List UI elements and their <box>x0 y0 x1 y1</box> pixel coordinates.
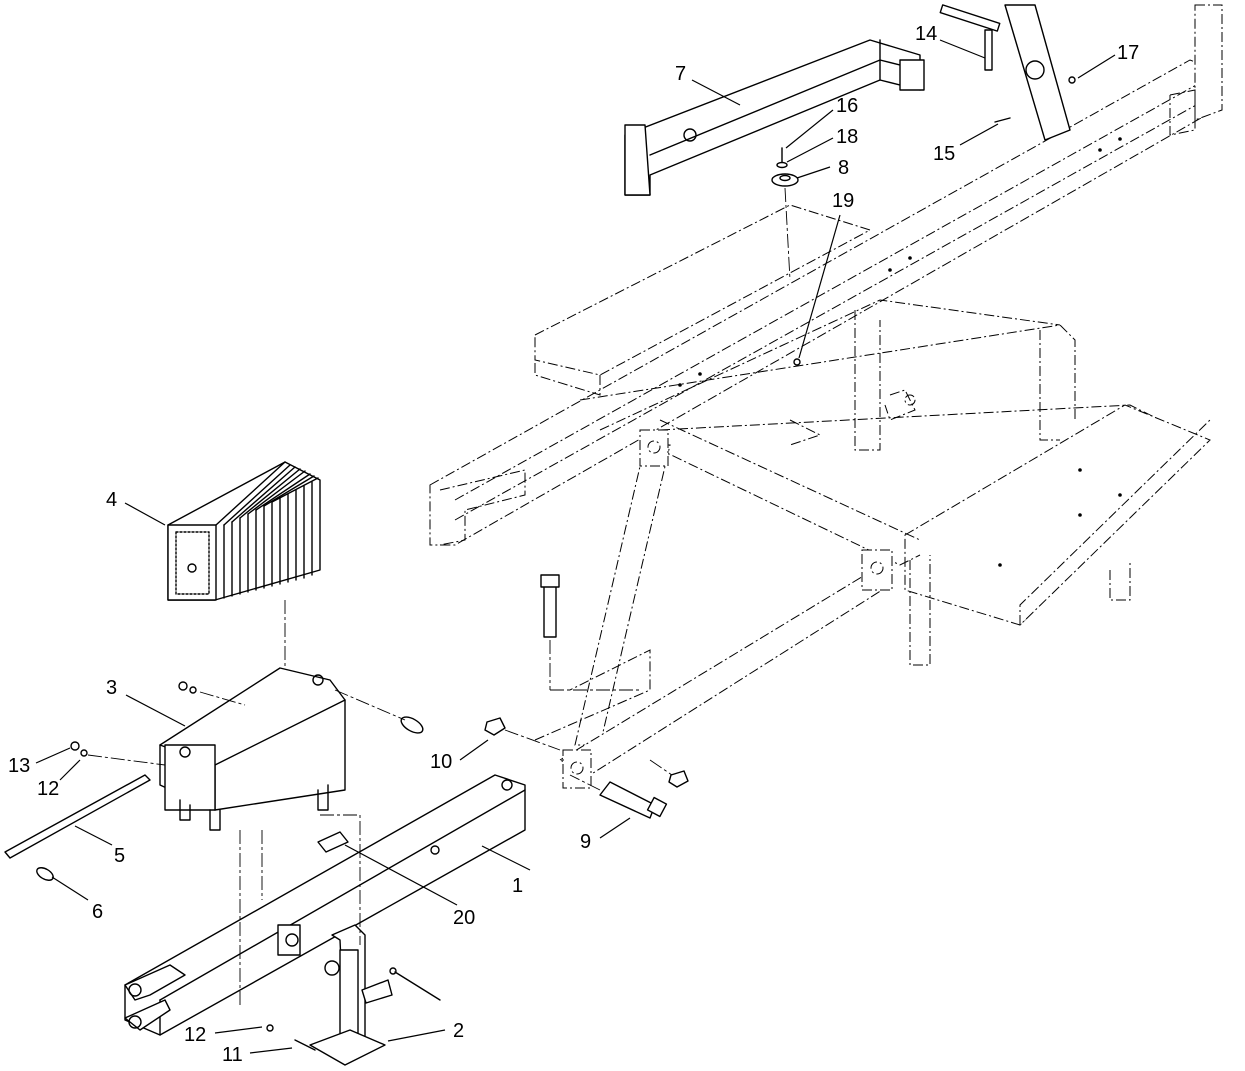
callout-13: 13 <box>8 755 30 777</box>
part-1-tongue-tube <box>124 774 526 1036</box>
callout-1: 1 <box>512 875 523 897</box>
jack-pin-bolt <box>394 971 441 1001</box>
jack-mount-bracket <box>277 924 340 976</box>
callout-9: 9 <box>580 831 591 853</box>
part-19-nut <box>793 358 801 366</box>
callout-leaders <box>35 39 1116 1054</box>
callout-3: 3 <box>106 677 117 699</box>
part-4-weight-stack <box>167 461 321 601</box>
part-17-screw <box>1068 76 1076 84</box>
part-11-pin <box>294 1039 316 1051</box>
part-20-decal <box>317 831 349 853</box>
callout-19: 19 <box>832 190 854 212</box>
ghost-hitch-clevis <box>562 749 592 789</box>
ghost-right-post <box>1194 4 1223 121</box>
part-3-weight-bracket <box>159 667 346 831</box>
part-right-plate <box>1004 4 1071 141</box>
ghost-beam-holes <box>678 137 1122 567</box>
ghost-hinge-tab-left <box>639 429 669 467</box>
callout-6: 6 <box>92 901 103 923</box>
callout-12-upper: 12 <box>37 778 59 800</box>
callout-17: 17 <box>1117 42 1139 64</box>
callout-2: 2 <box>453 1020 464 1042</box>
callout-12-lower: 12 <box>184 1024 206 1046</box>
ghost-hinge-tab-right <box>861 549 893 591</box>
callout-15: 15 <box>933 143 955 165</box>
part-15-screw <box>994 117 1011 123</box>
callout-5: 5 <box>114 845 125 867</box>
weight-plates <box>215 461 319 599</box>
bracket-nuts-top <box>178 681 197 694</box>
callout-18: 18 <box>836 126 858 148</box>
callout-14: 14 <box>915 23 937 45</box>
callout-4: 4 <box>106 489 117 511</box>
part-14-t-handle-pin <box>939 4 1001 71</box>
callout-11: 11 <box>222 1044 243 1066</box>
part-7-bracket <box>624 39 925 196</box>
ghost-left-platform <box>534 204 872 376</box>
part-8-bumper <box>771 173 799 187</box>
callout-7: 7 <box>675 63 686 85</box>
part-9-bolt <box>599 781 668 819</box>
part-12-washer-lower <box>266 1024 274 1032</box>
part-13-nut <box>70 741 80 751</box>
ghost-left-arm <box>574 444 671 746</box>
ghost-frame <box>429 4 1223 789</box>
callout-16: 16 <box>836 95 858 117</box>
hair-pin-clip <box>400 716 424 734</box>
part-12-washer <box>80 749 88 757</box>
callout-8: 8 <box>838 157 849 179</box>
ghost-right-platform <box>904 404 1211 626</box>
callout-10: 10 <box>430 751 452 773</box>
part-5-rod <box>4 774 151 859</box>
part-10-nut <box>484 717 506 736</box>
part-2-jack <box>309 924 393 1066</box>
lower-nut <box>668 770 689 788</box>
part-bolt-vertical <box>540 574 560 638</box>
callout-numbers: 1 2 3 4 5 6 7 8 9 10 11 12 12 13 14 15 1… <box>8 23 1139 1066</box>
part-18-washer <box>776 161 788 169</box>
part-6-pin <box>36 867 54 881</box>
callout-20: 20 <box>453 907 475 929</box>
